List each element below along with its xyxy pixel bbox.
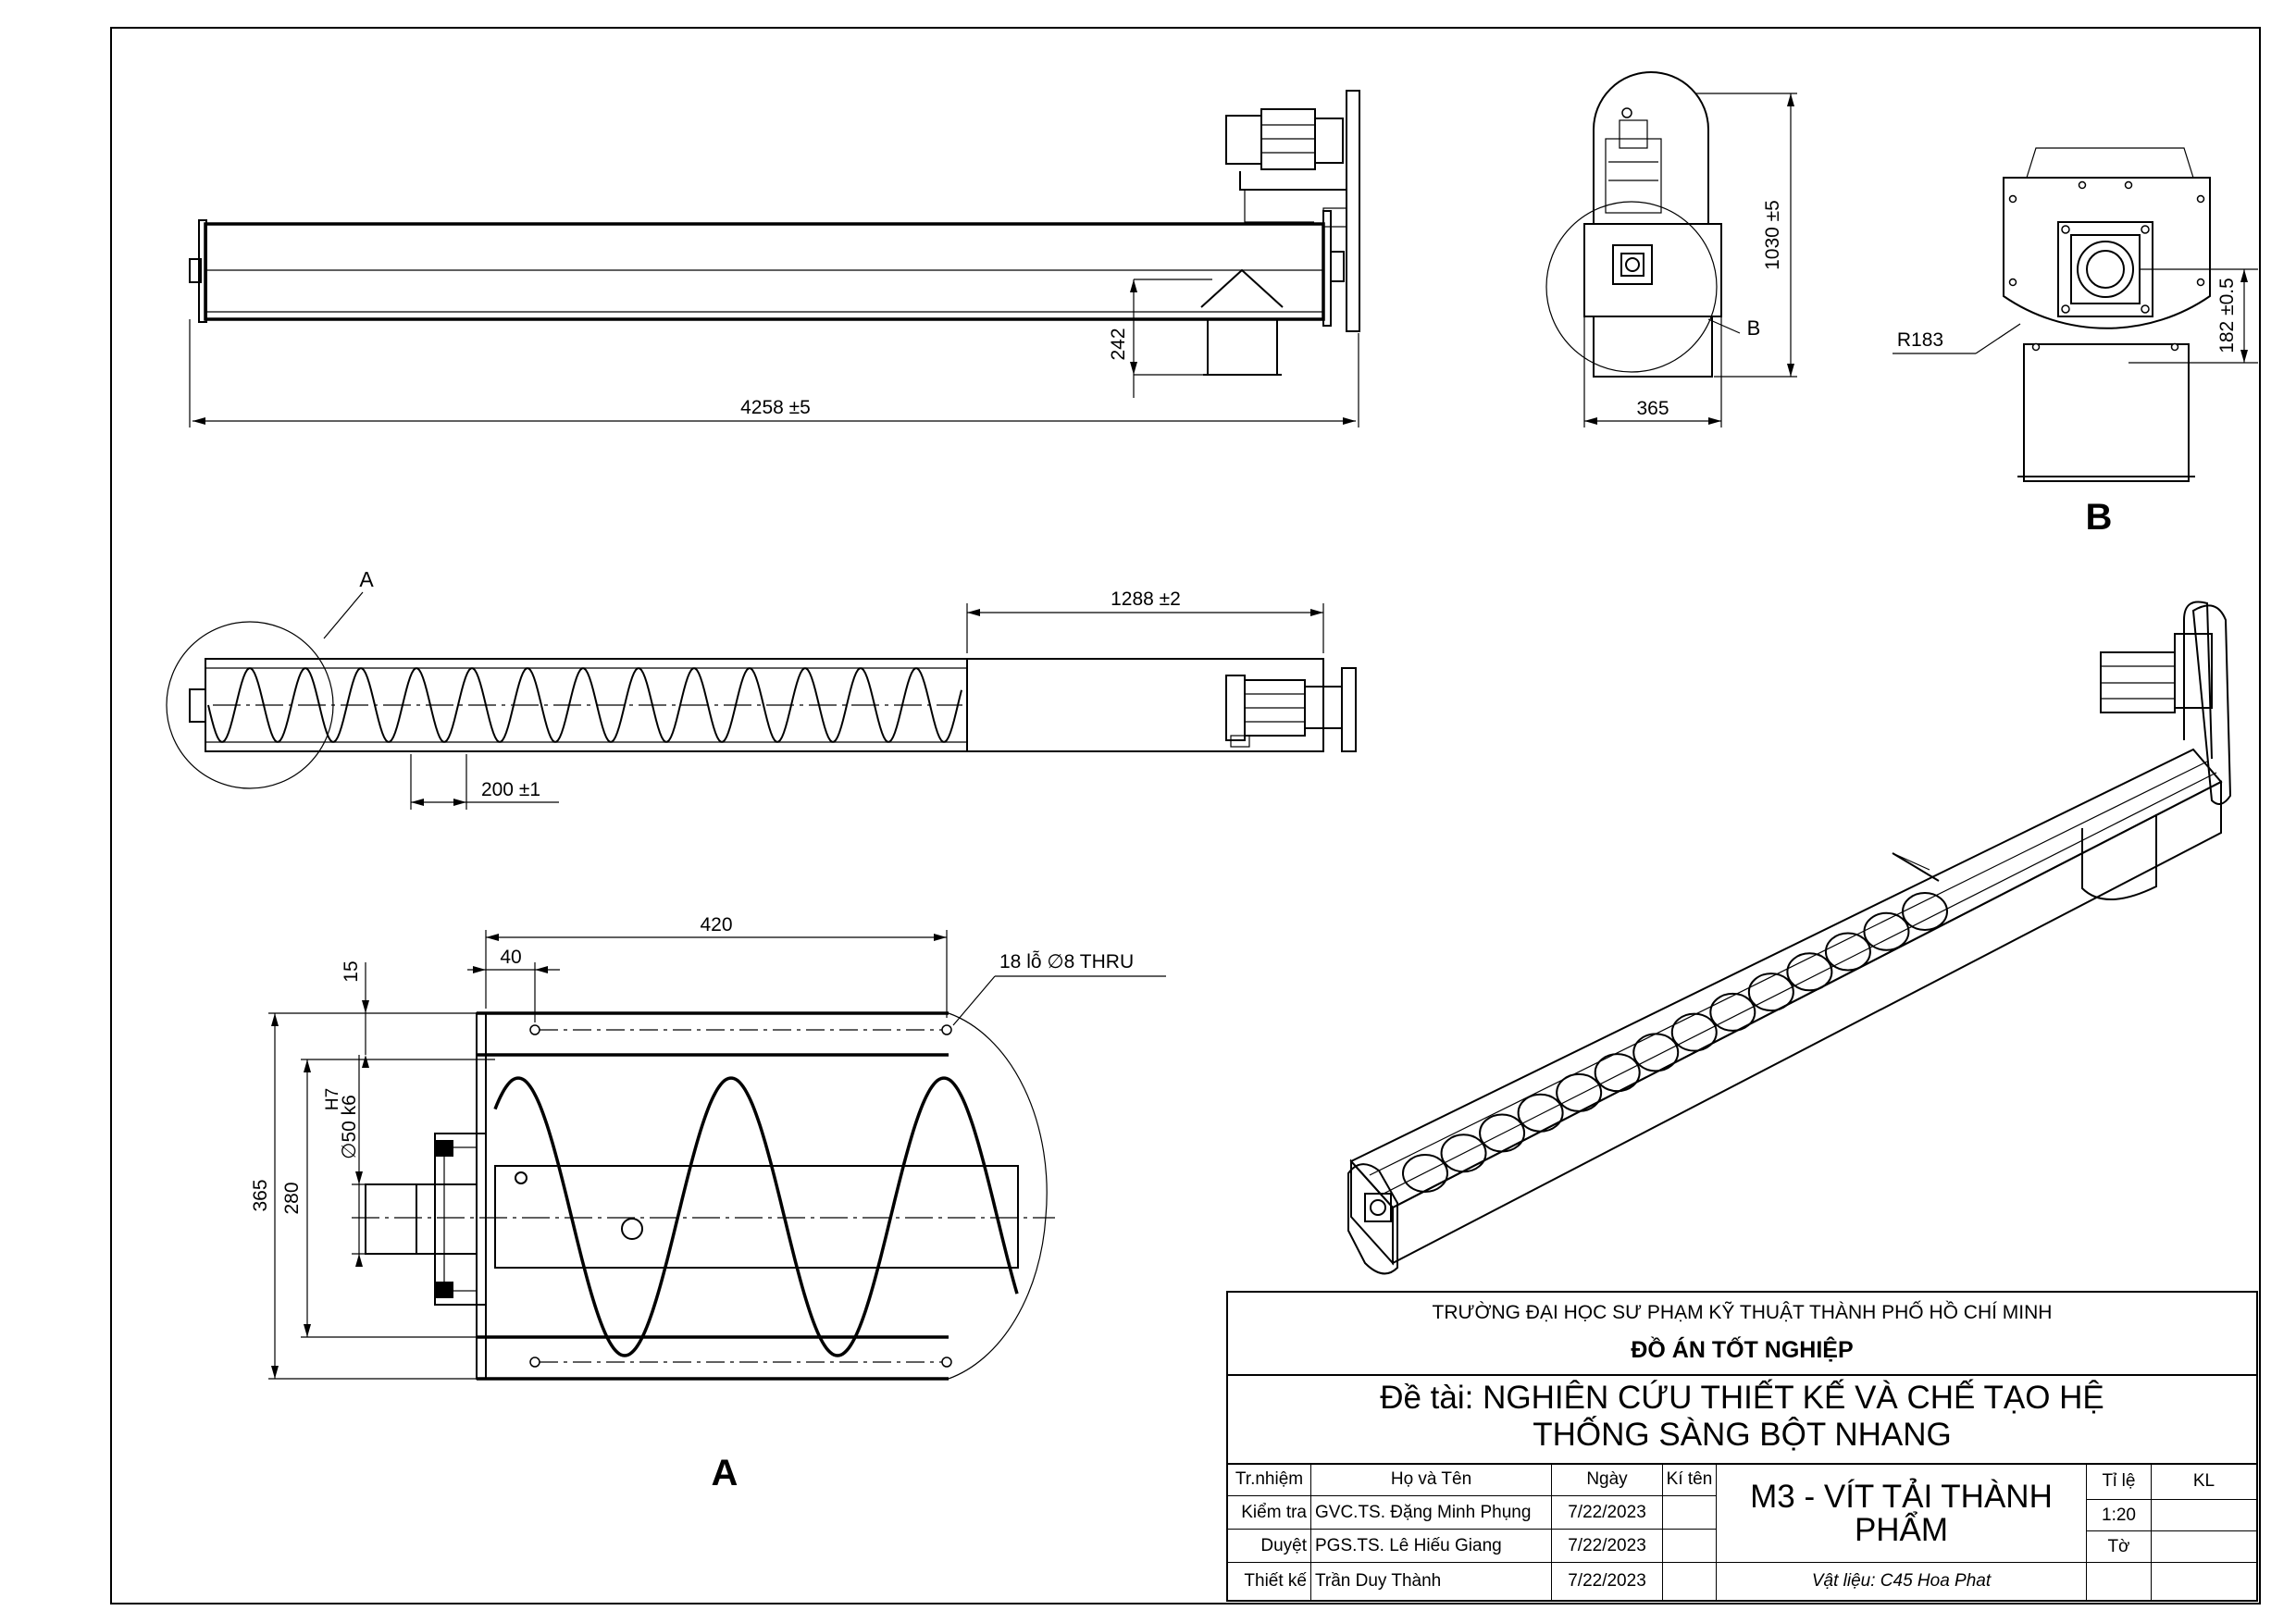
dim-detail-280: 280 [281,1182,303,1214]
dim-axis-height: 182 ±0.5 [2216,278,2238,353]
dim-outlet-height: 242 [1108,328,1129,360]
screw-flight [1440,1134,1487,1173]
sheet-border [110,27,2261,1604]
screw-flight [1479,1113,1526,1153]
dim-detail-40: 40 [500,947,521,968]
screw-flight [1709,992,1756,1032]
screw-flight [1863,911,1910,951]
row-2-name: PGS.TS. Lê Hiếu Giang [1311,1530,1552,1563]
header-role: Tr.nhiệm [1228,1463,1311,1496]
screw-helix [207,667,962,743]
dim-detail-420: 420 [700,914,732,935]
screw-flight [1670,1012,1718,1052]
row-1-date: 7/22/2023 [1552,1496,1663,1530]
title-school-row: TRƯỜNG ĐẠI HỌC SƯ PHẠM KỸ THUẬT THÀNH PH… [1228,1293,2256,1376]
title-topic-row: Đề tài: NGHIÊN CỨU THIẾT KẾ VÀ CHẾ TẠO H… [1228,1374,2256,1465]
project-type: ĐỒ ÁN TỐT NGHIỆP [1631,1337,1854,1363]
row-2-role: Duyệt [1228,1530,1311,1563]
screw-flight [1786,952,1833,992]
screw-flight [1402,1154,1448,1193]
side-view: B 1030 ±5 365 [1545,71,1797,427]
motor-front [1225,90,1360,332]
blank-cell-1 [2087,1563,2152,1600]
dim-detail-365: 365 [250,1179,271,1211]
dim-side-width: 365 [1636,398,1669,419]
topic-line-1: Đề tài: NGHIÊN CỨU THIẾT KẾ VÀ CHẾ TẠO H… [1380,1380,2104,1416]
sheet-label: Tờ [2087,1531,2152,1563]
screw-flight [1594,1053,1641,1093]
row-3-sign [1663,1563,1717,1600]
screw-flight [1632,1033,1680,1072]
callout-b: B [1747,316,1761,340]
mass-label: KL [2152,1463,2256,1500]
dim-side-height: 1030 ±5 [1762,200,1783,270]
header-date: Ngày [1552,1463,1663,1496]
scale-value: 1:20 [2087,1500,2152,1531]
screw-flight [1902,892,1948,931]
mass-value [2152,1500,2256,1531]
screw-flight [1556,1072,1603,1112]
blank-cell-2 [2152,1563,2256,1600]
row-3-name: Trần Duy Thành [1311,1563,1552,1600]
detail-a-circle [166,621,334,789]
screw-flight [1747,973,1794,1012]
topic-line-2: THỐNG SÀNG BỘT NHANG [1533,1417,1952,1453]
detail-b-circle [1545,201,1718,373]
front-view: 4258 ±5 242 [189,90,1360,427]
dim-radius: R183 [1897,329,1943,351]
screw-flight [1824,932,1871,972]
drawing-name-line-2: PHẨM [1854,1511,1949,1548]
row-3-role: Thiết kế [1228,1563,1311,1600]
dim-shaft-fit-hole: H7 [323,1088,342,1110]
row-1-role: Kiểm tra [1228,1496,1311,1530]
material: Vật liệu: C45 Hoa Phat [1717,1563,2087,1600]
header-sign: Kí tên [1663,1463,1717,1496]
dim-pitch: 200 ±1 [481,779,540,800]
section-label-b: B [2086,497,2113,538]
dim-shaft-fit: ∅50 k6 [339,1095,360,1159]
screw-flights [1402,892,1948,1193]
section-label-a: A [712,1453,738,1493]
row-3-date: 7/22/2023 [1552,1563,1663,1600]
detail-view-a: 420 40 18 lỗ ∅8 THRU 365 280 15 ∅50 k6 H… [250,914,1166,1493]
callout-a: A [359,567,374,591]
school-name: TRƯỜNG ĐẠI HỌC SƯ PHẠM KỸ THUẬT THÀNH PH… [1432,1302,2053,1323]
row-2-sign [1663,1530,1717,1563]
scale-label: Tỉ lệ [2087,1463,2152,1500]
header-name: Họ và Tên [1311,1463,1552,1496]
title-block: TRƯỜNG ĐẠI HỌC SƯ PHẠM KỸ THUẬT THÀNH PH… [1226,1291,2258,1602]
sheet-value [2152,1531,2256,1563]
detail-view-b: R183 182 ±0.5 B [1893,147,2258,538]
screw-helix-detail [493,1076,1019,1357]
drawing-name: M3 - VÍT TẢI THÀNH PHẨM [1717,1463,2087,1563]
top-view: A 1288 ±2 200 ±1 [166,567,1357,810]
row-1-name: GVC.TS. Đặng Minh Phụng [1311,1496,1552,1530]
dim-overall-length: 4258 ±5 [740,397,811,418]
motor-top [1225,667,1357,752]
dim-span: 1288 ±2 [1111,588,1181,610]
row-2-date: 7/22/2023 [1552,1530,1663,1563]
drawing-name-line-1: M3 - VÍT TẢI THÀNH [1750,1478,2053,1515]
dim-detail-15: 15 [341,960,362,982]
row-1-sign [1663,1496,1717,1530]
holes-note: 18 lỗ ∅8 THRU [999,951,1134,973]
screw-flight [1517,1093,1564,1133]
isometric-view [1347,601,2232,1275]
